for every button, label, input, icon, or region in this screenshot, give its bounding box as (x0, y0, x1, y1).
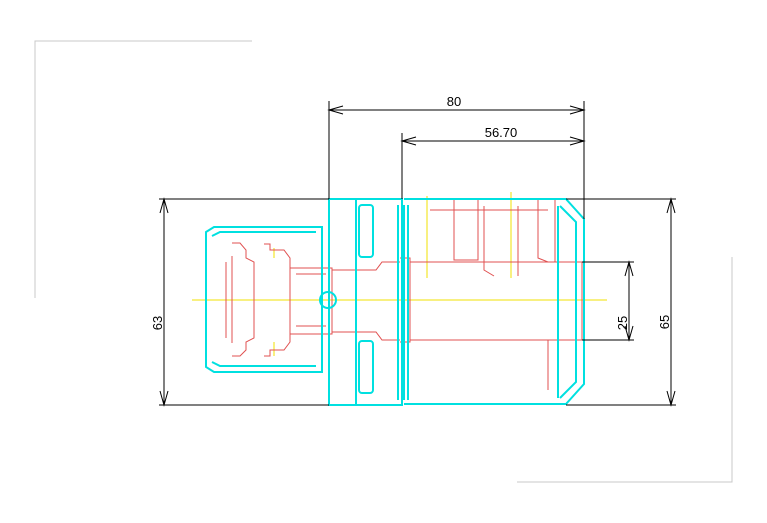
bore-pocket-3 (537, 198, 556, 263)
dim-63-arrow-bottom (159, 390, 169, 407)
dim-80-arrow-left (327, 105, 344, 115)
flange-outline (328, 198, 403, 406)
dim-63-arrow-top (159, 197, 169, 214)
bore-pocket-1 (453, 198, 479, 261)
flange-slot-top (358, 204, 374, 258)
inner-detail (225, 198, 583, 390)
nut-groove-profile (232, 242, 255, 357)
frame-corner-top-left (34, 40, 252, 298)
dim-5670-arrow-right (569, 136, 586, 146)
bore-body (410, 261, 583, 341)
dim-25-label: 25 (615, 316, 630, 330)
main-body-inner-outline (557, 205, 577, 399)
shank-step (332, 261, 400, 341)
gauge-ring (397, 205, 409, 400)
retention-ball (319, 291, 337, 309)
dimension-labels: 80 56.70 63 65 25 (150, 94, 672, 330)
dim-63-label: 63 (150, 316, 165, 330)
threaded-shank (289, 267, 333, 335)
dim-65-arrow-top (666, 197, 676, 214)
collet-nut-outline (205, 226, 323, 373)
dimension-lines (159, 101, 676, 407)
dim-80-arrow-right (569, 105, 586, 115)
dim-25-arrow-top (624, 260, 634, 277)
frame-corners (34, 40, 733, 483)
main-body-outline (404, 198, 585, 405)
dim-5670-label: 56.70 (485, 125, 518, 140)
dim-80-label: 80 (447, 94, 461, 109)
nut-inner-profile (225, 256, 233, 343)
tool-outline (205, 198, 585, 406)
inner-taper (430, 209, 549, 390)
dim-65-arrow-bottom (666, 390, 676, 407)
dim-25-arrow-bottom (624, 325, 634, 342)
dim-5670-arrow-left (400, 136, 417, 146)
frame-corner-bottom-right (517, 257, 733, 483)
flange-slot-bottom (358, 340, 374, 394)
dim-65-label: 65 (657, 315, 672, 329)
collet-nut-inner-outline (211, 231, 316, 367)
nut-teeth (264, 243, 291, 357)
bore-pocket-2 (483, 206, 519, 277)
